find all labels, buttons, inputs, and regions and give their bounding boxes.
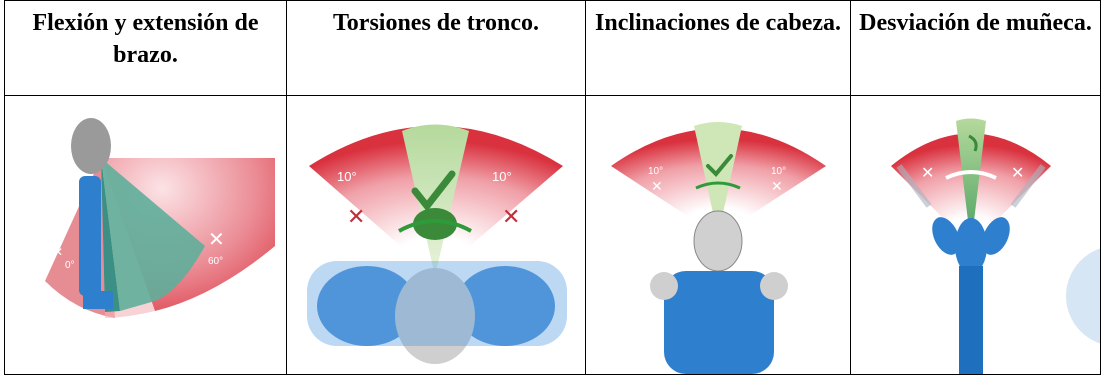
svg-text:✕: ✕ (347, 204, 365, 229)
header-cell-head: Inclinaciones de cabeza. (585, 0, 851, 96)
trunk-angle-label-right: 10° (492, 169, 512, 184)
head-angle-label-right: 10° (771, 166, 786, 177)
svg-text:✕: ✕ (651, 180, 663, 195)
image-cell-trunk: 10° 10° ✕ ✕ (286, 95, 586, 375)
header-cell-arm: Flexión y extensión de brazo. (4, 0, 287, 96)
arm-flexion-diagram-icon: 60° 0° ✕ ✕ (45, 118, 286, 326)
image-cell-head: 10° 10° ✕ ✕ (585, 95, 851, 375)
column-title-arm: Flexión y extensión de brazo. (32, 10, 259, 68)
column-title-wrist: Desviación de muñeca. (859, 10, 1092, 36)
svg-text:✕: ✕ (921, 165, 934, 182)
ergonomic-postures-table: Flexión y extensión de brazo. Torsiones … (4, 0, 1101, 375)
arm-angle-label-0: 0° (65, 260, 75, 271)
image-cell-arm: 60° 0° ✕ ✕ (4, 95, 287, 375)
wrist-deviation-diagram-icon: ✕ ✕ (891, 118, 1100, 374)
head-angle-label-left: 10° (648, 166, 663, 177)
header-cell-trunk: Torsiones de tronco. (286, 0, 586, 96)
svg-text:✕: ✕ (1011, 165, 1024, 182)
header-row: Flexión y extensión de brazo. Torsiones … (4, 0, 1101, 96)
column-title-head: Inclinaciones de cabeza. (595, 10, 841, 36)
header-cell-wrist: Desviación de muñeca. (850, 0, 1101, 96)
image-cell-wrist: ✕ ✕ (850, 95, 1101, 375)
arm-angle-label-60: 60° (208, 256, 223, 267)
svg-text:✕: ✕ (53, 245, 63, 259)
svg-text:✕: ✕ (502, 204, 520, 229)
column-title-trunk: Torsiones de tronco. (332, 10, 539, 36)
trunk-torsion-diagram-icon: 10° 10° ✕ ✕ (307, 124, 567, 364)
trunk-angle-label-left: 10° (337, 169, 357, 184)
head-inclination-diagram-icon: 10° 10° ✕ ✕ (611, 122, 826, 374)
image-row: 60° 0° ✕ ✕ (4, 95, 1101, 375)
svg-text:✕: ✕ (771, 180, 783, 195)
svg-text:✕: ✕ (208, 229, 225, 251)
